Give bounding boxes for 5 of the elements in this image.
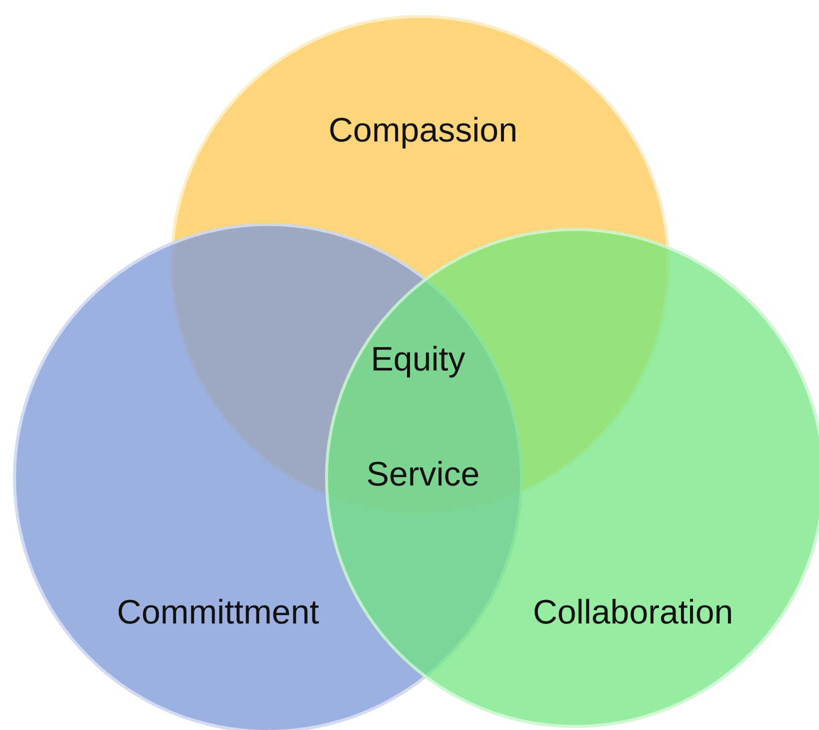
circle-label: Collaboration bbox=[532, 594, 734, 632]
circle-label: Compassion bbox=[328, 112, 518, 150]
overlap-label: Service bbox=[366, 456, 480, 494]
circle-label: Committment bbox=[116, 594, 320, 632]
overlap-label: Equity bbox=[370, 340, 466, 380]
